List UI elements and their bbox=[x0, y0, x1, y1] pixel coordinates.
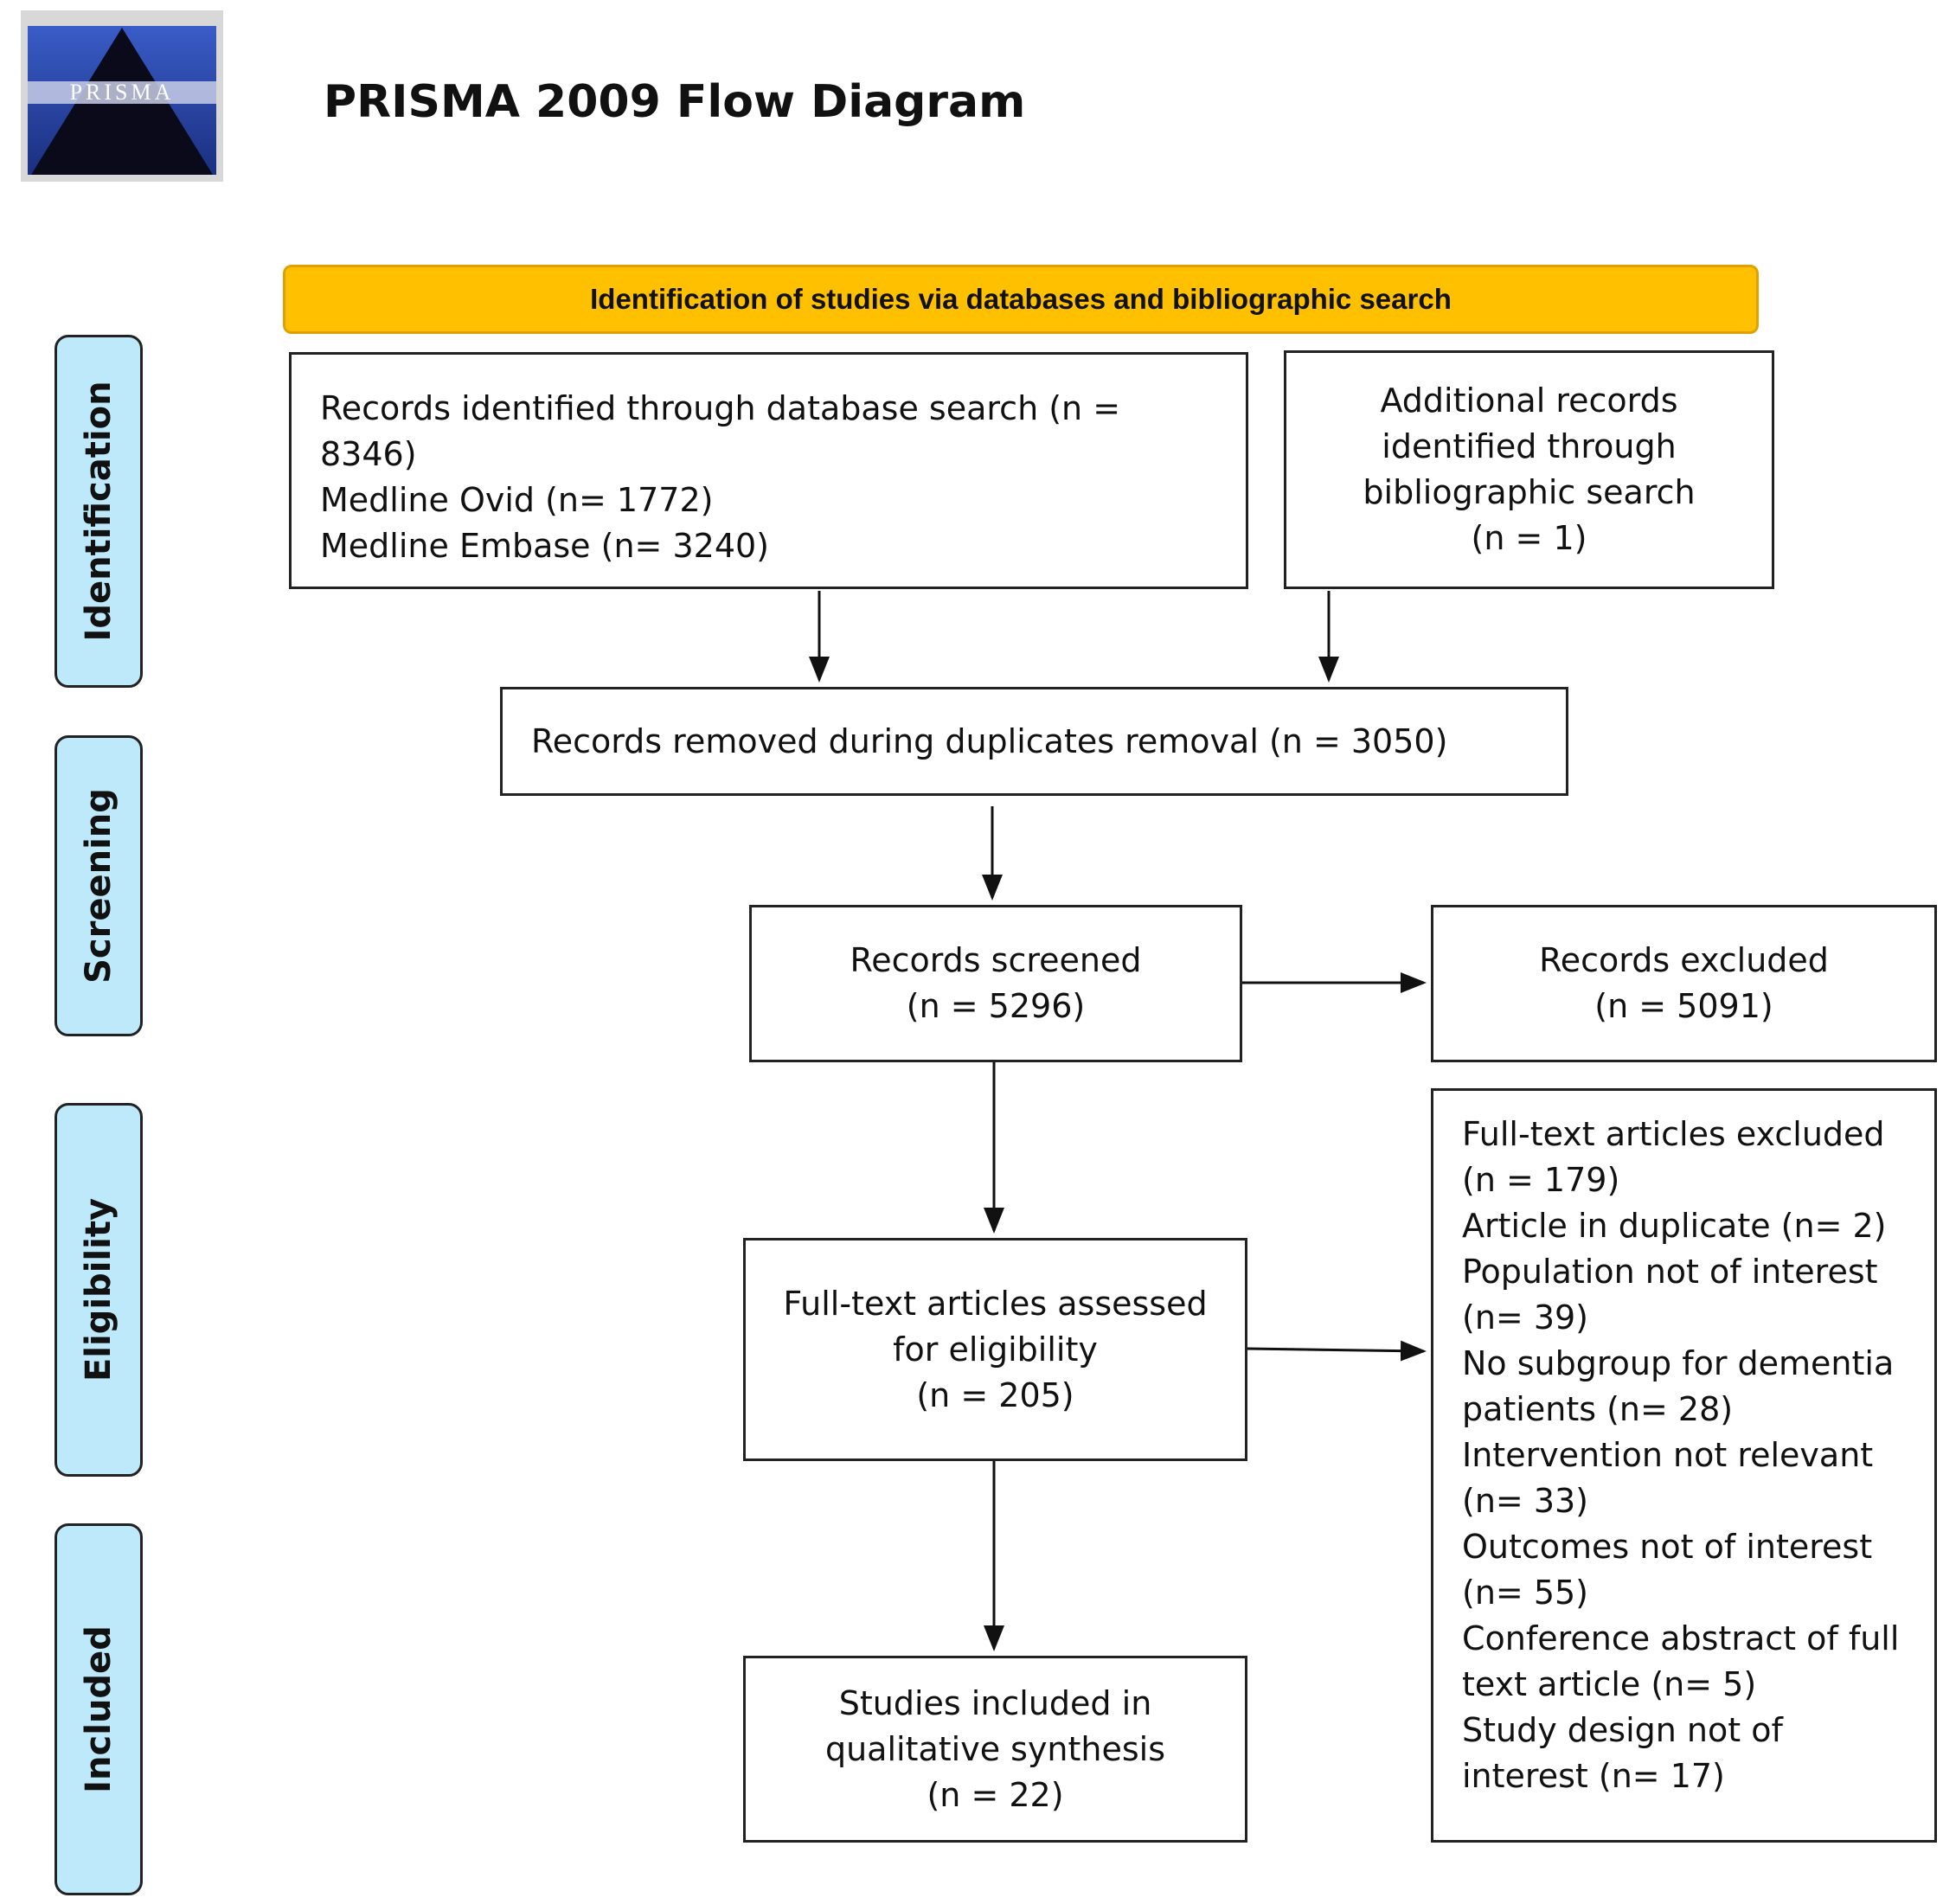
stage-identification-label: Identification bbox=[79, 381, 119, 642]
identification-banner: Identification of studies via databases … bbox=[283, 265, 1759, 334]
included-line: (n = 22) bbox=[927, 1775, 1064, 1814]
fulltext-excluded-line: (n= 55) bbox=[1462, 1574, 1589, 1612]
excluded-line: Records excluded bbox=[1539, 941, 1829, 979]
studies-included-box: Studies included in qualitative synthesi… bbox=[743, 1656, 1247, 1843]
duplicates-text: Records removed during duplicates remova… bbox=[531, 721, 1448, 760]
fulltext-line: (n = 205) bbox=[916, 1375, 1074, 1414]
fulltext-excluded-line: Population not of interest bbox=[1462, 1253, 1878, 1291]
stage-included: Included bbox=[55, 1523, 143, 1895]
fulltext-excluded-line: No subgroup for dementia bbox=[1462, 1344, 1895, 1382]
arrow-fulltext-to-excluded bbox=[1247, 1340, 1427, 1362]
fulltext-excluded-line: Article in duplicate (n= 2) bbox=[1462, 1207, 1887, 1245]
stage-screening: Screening bbox=[55, 735, 143, 1036]
fulltext-excluded-line: text article (n= 5) bbox=[1462, 1665, 1757, 1703]
stage-included-label: Included bbox=[79, 1625, 119, 1793]
fulltext-excluded-line: Study design not of bbox=[1462, 1711, 1783, 1749]
database-line: Records identified through database sear… bbox=[320, 389, 1121, 427]
page-title: PRISMA 2009 Flow Diagram bbox=[324, 76, 1026, 128]
duplicates-removed-box: Records removed during duplicates remova… bbox=[500, 687, 1568, 796]
stage-identification: Identification bbox=[55, 335, 143, 688]
fulltext-excluded-line: Intervention not relevant bbox=[1462, 1436, 1874, 1474]
additional-records-box: Additional records identified through bi… bbox=[1284, 350, 1774, 589]
stage-screening-label: Screening bbox=[79, 788, 119, 984]
included-line: Studies included in bbox=[838, 1683, 1152, 1722]
fulltext-excluded-line: interest (n= 17) bbox=[1462, 1757, 1725, 1795]
fulltext-excluded-line: (n= 33) bbox=[1462, 1482, 1589, 1520]
additional-line: identified through bbox=[1382, 427, 1677, 465]
fulltext-excluded-line: patients (n= 28) bbox=[1462, 1390, 1734, 1428]
database-line: Medline Embase (n= 3240) bbox=[320, 527, 769, 565]
screened-line: Records screened bbox=[850, 941, 1142, 979]
fulltext-excluded-box: Full-text articles excluded (n = 179) Ar… bbox=[1431, 1088, 1937, 1843]
fulltext-assessed-box: Full-text articles assessed for eligibil… bbox=[743, 1238, 1247, 1461]
database-line: Medline Ovid (n= 1772) bbox=[320, 481, 714, 519]
logo-text: PRISMA bbox=[70, 80, 175, 105]
excluded-line: (n = 5091) bbox=[1594, 987, 1773, 1025]
database-search-box: Records identified through database sear… bbox=[289, 352, 1248, 589]
records-excluded-box: Records excluded (n = 5091) bbox=[1431, 905, 1937, 1062]
fulltext-excluded-line: Full-text articles excluded bbox=[1462, 1115, 1885, 1153]
included-line: qualitative synthesis bbox=[824, 1729, 1166, 1768]
prisma-logo: PRISMA bbox=[21, 10, 223, 182]
fulltext-excluded-line: (n = 179) bbox=[1462, 1161, 1620, 1199]
fulltext-line: for eligibility bbox=[893, 1330, 1098, 1369]
additional-line: bibliographic search bbox=[1363, 473, 1696, 511]
stage-eligibility: Eligibility bbox=[55, 1103, 143, 1477]
records-screened-box: Records screened (n = 5296) bbox=[749, 905, 1242, 1062]
additional-line: Additional records bbox=[1380, 381, 1678, 420]
screened-line: (n = 5296) bbox=[906, 987, 1086, 1025]
fulltext-excluded-line: Outcomes not of interest bbox=[1462, 1528, 1873, 1566]
banner-label: Identification of studies via databases … bbox=[590, 283, 1452, 315]
stage-eligibility-label: Eligibility bbox=[79, 1197, 119, 1382]
database-line: 8346) bbox=[320, 435, 417, 473]
fulltext-line: Full-text articles assessed bbox=[783, 1284, 1208, 1323]
fulltext-excluded-line: Conference abstract of full bbox=[1462, 1619, 1900, 1657]
additional-line: (n = 1) bbox=[1471, 519, 1587, 557]
fulltext-excluded-line: (n= 39) bbox=[1462, 1298, 1589, 1337]
